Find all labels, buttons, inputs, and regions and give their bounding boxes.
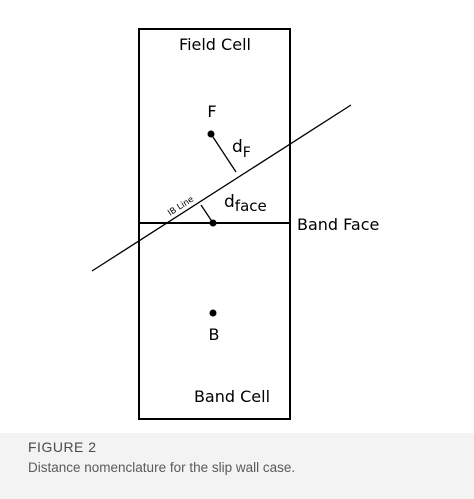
d-face-segment [200,204,214,224]
point-f-dot [207,130,215,138]
point-b-label: B [209,325,220,344]
figure-number: FIGURE 2 [28,439,97,455]
d-f-label: dF [232,137,251,161]
face-center-dot [209,219,217,227]
d-f-subscript: F [243,145,251,161]
band-face-label: Band Face [297,215,379,234]
diagram-panel: Field Cell Band Cell Band Face F B dF df… [0,0,474,433]
figure-description: Distance nomenclature for the slip wall … [28,460,296,475]
band-cell-label: Band Cell [194,387,270,406]
d-face-subscript: face [235,197,267,215]
d-f-segment [210,133,237,173]
figure-caption: FIGURE 2 Distance nomenclature for the s… [28,438,458,478]
point-b-dot [209,309,217,317]
d-face-base: d [224,192,235,212]
point-f-label: F [207,102,216,121]
d-f-base: d [232,137,243,157]
ib-line [91,104,352,272]
slip-wall-diagram: Field Cell Band Cell Band Face F B dF df… [91,28,379,420]
d-face-label: dface [224,192,267,215]
field-cell-label: Field Cell [179,35,251,54]
